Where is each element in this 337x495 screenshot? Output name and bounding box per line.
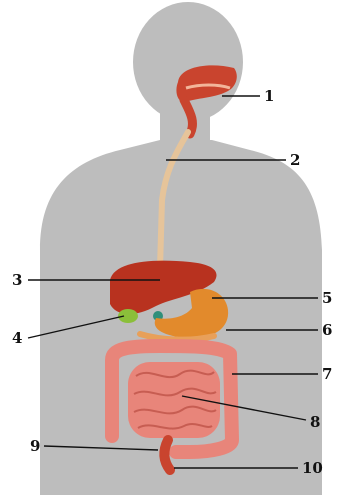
label-9: 9 xyxy=(30,437,40,455)
label-4: 4 xyxy=(12,329,22,347)
label-7: 7 xyxy=(322,365,332,383)
label-10: 10 xyxy=(302,459,323,477)
label-6: 6 xyxy=(322,321,332,339)
label-3: 3 xyxy=(12,271,22,289)
rectum-organ xyxy=(164,440,170,470)
label-5: 5 xyxy=(322,289,332,307)
label-2: 2 xyxy=(290,151,300,169)
label-1: 1 xyxy=(264,87,274,105)
label-8: 8 xyxy=(310,413,320,431)
